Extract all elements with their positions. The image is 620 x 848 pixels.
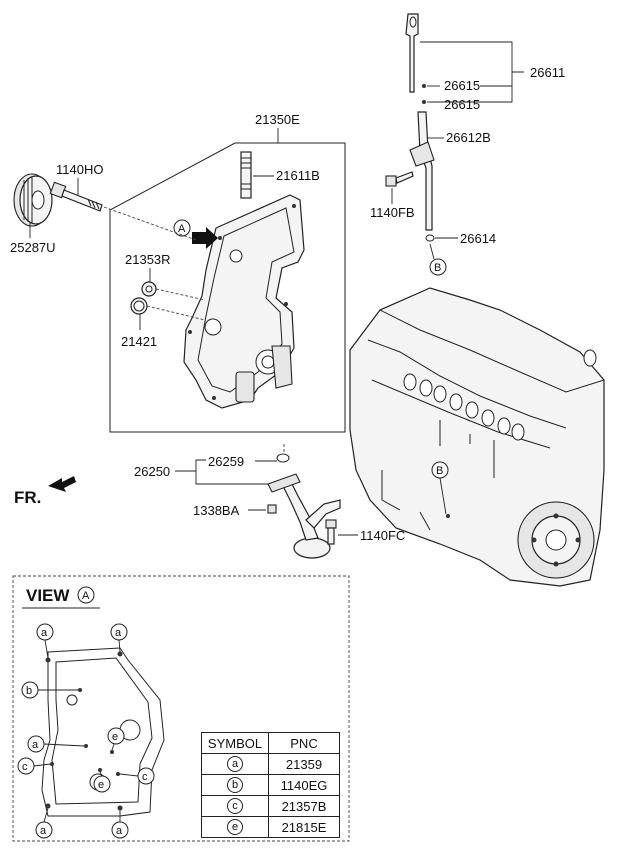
engine-block bbox=[349, 287, 605, 587]
svg-text:a: a bbox=[41, 627, 48, 639]
label-25287U: 25287U bbox=[10, 240, 56, 255]
callout-a-3: a bbox=[27, 735, 85, 753]
legend-row-symbol-cell: b bbox=[201, 774, 269, 796]
view-a-box bbox=[12, 575, 350, 842]
nut-1338BA bbox=[267, 504, 277, 514]
legend-row-symbol-cell: e bbox=[201, 816, 269, 838]
legend-row-symbol-cell: a bbox=[201, 753, 269, 775]
cover-group-frame bbox=[109, 142, 346, 433]
legend-header-symbol: SYMBOL bbox=[201, 732, 269, 754]
label-26612B: 26612B bbox=[446, 130, 491, 145]
idler-pulley bbox=[13, 173, 53, 227]
oil-strainer bbox=[267, 473, 341, 559]
legend-row-symbol-cell: c bbox=[201, 795, 269, 817]
svg-text:a: a bbox=[115, 627, 122, 639]
svg-text:c: c bbox=[142, 771, 148, 783]
legend-pnc: 21815E bbox=[268, 816, 340, 838]
label-1140FC: 1140FC bbox=[360, 528, 405, 543]
oring-26614 bbox=[425, 234, 435, 242]
bolt-1140FB bbox=[385, 171, 414, 187]
legend-header-pnc: PNC bbox=[268, 732, 340, 754]
svg-text:e: e bbox=[112, 731, 118, 743]
stud-21611B bbox=[240, 151, 252, 199]
legend-pnc: 21359 bbox=[268, 753, 340, 775]
bracket-26611 bbox=[420, 41, 524, 103]
label-1338BA: 1338BA bbox=[193, 503, 240, 518]
legend-pnc: 21357B bbox=[268, 795, 340, 817]
svg-text:c: c bbox=[22, 761, 28, 773]
label-26259: 26259 bbox=[208, 454, 244, 469]
legend-symbol: b bbox=[227, 777, 243, 793]
callout-c-1: c bbox=[17, 757, 51, 775]
label-1140FB: 1140FB bbox=[370, 205, 415, 220]
svg-text:e: e bbox=[98, 779, 104, 791]
svg-text:a: a bbox=[116, 825, 123, 837]
view-arrow-A bbox=[192, 227, 218, 249]
label-26615-upper: 26615 bbox=[444, 78, 480, 93]
marker-B-engine-text: B bbox=[436, 465, 443, 477]
view-label: VIEW bbox=[26, 586, 70, 605]
label-21421: 21421 bbox=[121, 334, 157, 349]
callout-a-4: a bbox=[35, 807, 53, 839]
callout-e-2: e bbox=[93, 771, 111, 793]
label-26611: 26611 bbox=[530, 65, 565, 80]
view-marker-circle bbox=[77, 586, 95, 604]
legend-symbol: a bbox=[227, 756, 243, 772]
front-direction-label: FR. bbox=[14, 488, 41, 507]
legend-symbol: e bbox=[227, 819, 243, 835]
callout-a-2: a bbox=[110, 623, 128, 653]
legend-pnc: 1140EG bbox=[268, 774, 340, 796]
bolt-1140HO bbox=[49, 181, 103, 212]
label-26614: 26614 bbox=[460, 231, 496, 246]
label-21350E: 21350E bbox=[255, 112, 300, 127]
marker-A-text: A bbox=[178, 223, 186, 235]
dipstick bbox=[405, 13, 419, 93]
label-1140HO: 1140HO bbox=[56, 162, 103, 177]
label-21353R: 21353R bbox=[125, 252, 171, 267]
svg-text:b: b bbox=[26, 685, 32, 697]
exhaust-ports bbox=[403, 373, 525, 441]
marker-B-tube-circle bbox=[429, 258, 447, 276]
view-marker-text: A bbox=[82, 590, 90, 602]
label-26250: 26250 bbox=[134, 464, 170, 479]
bracket-26250 bbox=[175, 459, 268, 485]
dipstick-tube bbox=[409, 111, 435, 231]
legend-symbol: c bbox=[227, 798, 243, 814]
label-26615-lower: 26615 bbox=[444, 97, 480, 112]
callout-a-1: a bbox=[36, 623, 54, 659]
marker-A-circle bbox=[173, 219, 191, 237]
callout-b: b bbox=[21, 681, 78, 699]
marker-B-tube-text: B bbox=[434, 262, 441, 274]
callout-c-2: c bbox=[119, 767, 155, 785]
svg-text:a: a bbox=[40, 825, 47, 837]
callout-a-5: a bbox=[111, 810, 129, 839]
bolt-1140FC bbox=[325, 519, 337, 545]
callout-e-1: e bbox=[107, 727, 125, 751]
gasket-26259 bbox=[276, 453, 290, 463]
front-arrow-icon bbox=[48, 476, 76, 492]
label-21611B: 21611B bbox=[276, 168, 320, 183]
svg-text:a: a bbox=[32, 739, 39, 751]
timing-cover bbox=[183, 194, 305, 409]
